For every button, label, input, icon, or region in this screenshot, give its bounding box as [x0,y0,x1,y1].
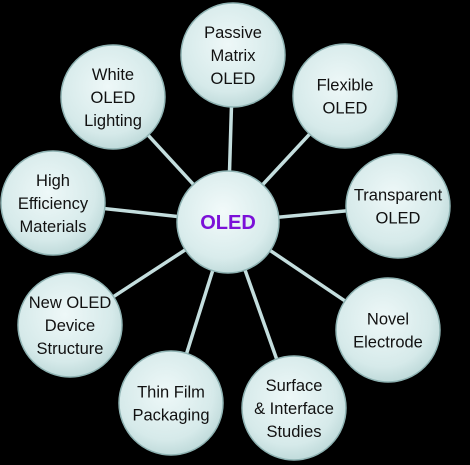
center-node: OLED [176,170,280,274]
node-label-line: Packaging [132,407,209,425]
node-label-line: Matrix [211,47,257,65]
node-circle [118,350,224,456]
node-circle [292,43,398,149]
node-label-line: OLED [323,100,368,118]
node-label-line: Novel [367,311,409,329]
node-circle [345,153,451,259]
node-label-line: Studies [266,423,321,441]
center-circle [176,170,280,274]
node-label-line: Transparent [354,187,443,205]
node-label-line: Electrode [353,334,423,352]
node-circle [0,150,106,256]
node-label-line: Thin Film [137,384,205,402]
node-label-line: Lighting [84,112,142,130]
node-circle [180,2,286,108]
node-label-line: & Interface [254,400,334,418]
node-label-line: Surface [266,377,323,395]
node-label-line: OLED [376,210,421,228]
node-label-line: High [36,172,70,190]
node-label-line: Structure [37,340,104,358]
node-label-line: Flexible [317,77,374,95]
node-label-line: Device [45,317,95,335]
node-label-line: Passive [204,24,262,42]
node-label-line: Materials [20,218,87,236]
node-label-line: White [92,66,134,84]
node-circle [335,277,441,383]
node-label-line: New OLED [29,294,112,312]
node-circle [17,272,123,378]
node-circle [60,44,166,150]
node-label-line: Efficiency [18,195,89,213]
node-label-line: OLED [211,70,256,88]
center-label: OLED [200,212,256,234]
node-circle [241,355,347,461]
node-label-line: OLED [91,89,136,107]
